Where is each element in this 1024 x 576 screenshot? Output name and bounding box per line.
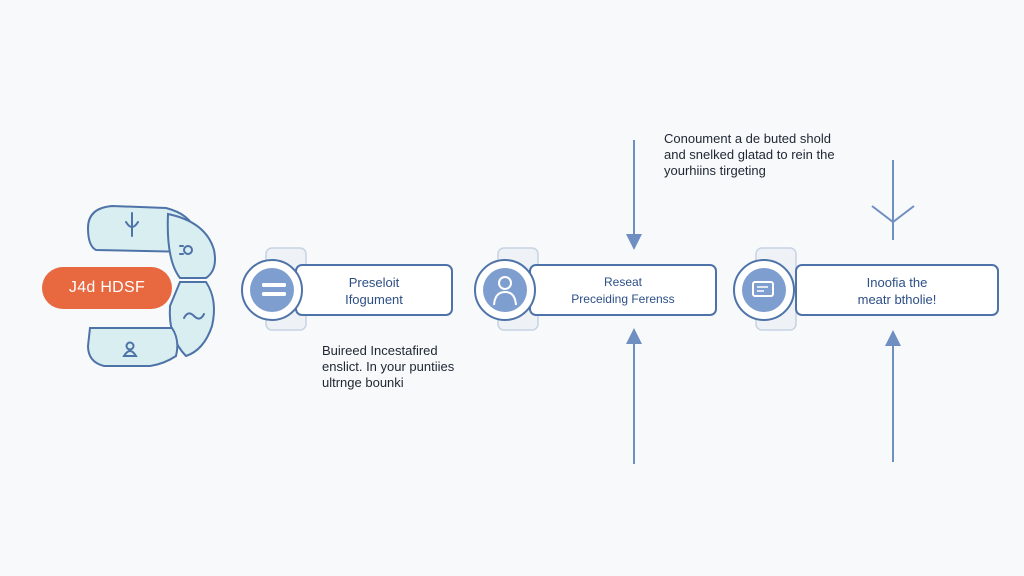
- note-bottom: Buireed Incestafired enslict. In your pu…: [322, 343, 454, 391]
- step-1-label: Preseloit Ifogument: [300, 274, 448, 308]
- step-2-label-line-2: Preceiding Ferenss: [571, 292, 675, 306]
- note-top: Conoument a de buted shold and snelked g…: [664, 131, 835, 179]
- note-bottom-line-1: Buireed Incestafired: [322, 343, 438, 358]
- user-icon: [122, 341, 138, 357]
- card-icon: [752, 281, 774, 297]
- start-badge: J4d HDSF: [42, 267, 172, 309]
- note-top-line-3: yourhiins tirgeting: [664, 163, 766, 178]
- step-2-label: Reseat Preceiding Ferenss: [534, 274, 712, 308]
- step-3-label: Inoofia the meatr btholie!: [800, 274, 994, 308]
- tooth-icon: [125, 212, 139, 237]
- note-bottom-line-3: ultrnge bounki: [322, 375, 404, 390]
- step-3-node: [733, 247, 999, 331]
- step-2-label-line-1: Reseat: [603, 275, 643, 289]
- note-top-line-2: and snelked glatad to rein the: [664, 147, 835, 162]
- note-bottom-line-2: enslict. In your puntiies: [322, 359, 455, 374]
- document-icon: [262, 283, 286, 296]
- step-1-label-line-1: Preseloit: [348, 275, 400, 290]
- step-1-node: [241, 247, 453, 331]
- step-3-label-line-2: meatr btholie!: [857, 292, 937, 307]
- settings-icon: [179, 245, 193, 255]
- step-3-label-line-1: Inoofia the: [866, 275, 928, 290]
- arrow-right-down: [871, 160, 915, 240]
- link-icon: [183, 312, 205, 320]
- person-icon: [493, 276, 517, 306]
- step-1-label-line-2: Ifogument: [345, 292, 403, 307]
- hub-shape: [86, 204, 216, 367]
- note-top-line-1: Conoument a de buted shold: [664, 131, 831, 146]
